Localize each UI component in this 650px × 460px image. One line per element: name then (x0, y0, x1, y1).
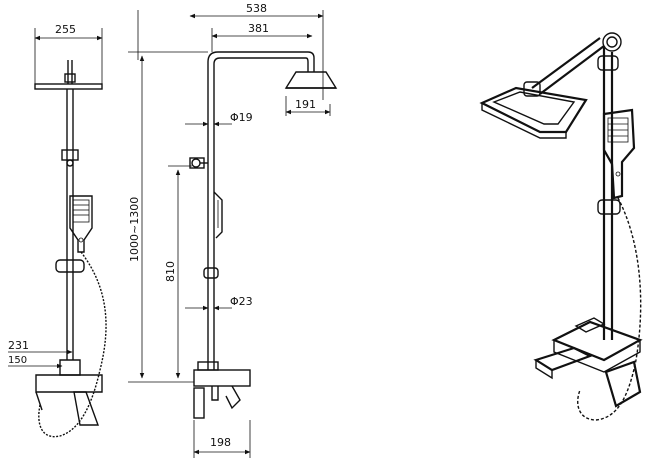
dim-pipe-dia-upper: Φ19 (230, 111, 253, 124)
perspective-view (479, 32, 643, 421)
dim-arm-length: 381 (248, 22, 269, 35)
front-holder (55, 259, 85, 273)
dim-overall-width: 538 (246, 2, 267, 15)
dim-head-width-front: 255 (55, 23, 76, 36)
dim-head-width-side: 191 (295, 98, 316, 111)
dim-inlet-offset-b: 150 (8, 355, 27, 366)
perspective-hand-shower (602, 108, 636, 200)
side-hand-shower (213, 191, 223, 239)
dim-height-range: 1000~1300 (128, 197, 141, 262)
dim-pipe-dia-lower: Φ23 (230, 295, 253, 308)
dim-bar-height: 810 (164, 261, 177, 282)
front-shower-head (34, 83, 103, 90)
dim-mixer-width: 198 (210, 436, 231, 449)
dim-inlet-offset-a: 231 (8, 339, 29, 352)
side-mixer (193, 361, 251, 419)
perspective-mixer (533, 317, 643, 408)
front-hand-shower (69, 195, 93, 253)
side-shower-head (284, 71, 338, 89)
front-view: 255 (8, 23, 107, 438)
side-view: 538 381 191 Φ19 Φ23 (128, 2, 338, 458)
front-mixer (35, 359, 103, 426)
perspective-shower-head (479, 86, 588, 139)
